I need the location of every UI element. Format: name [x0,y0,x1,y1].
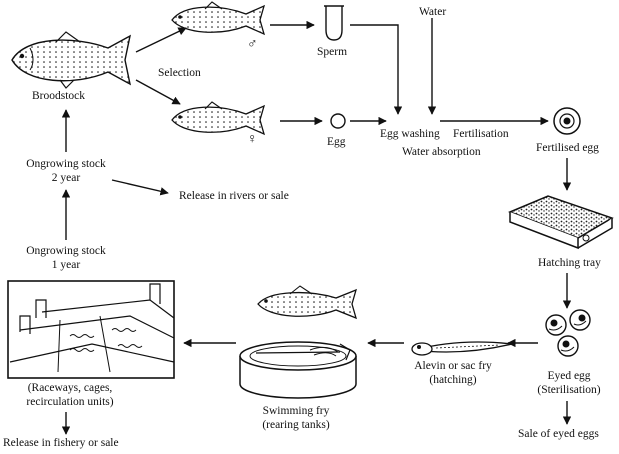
flow-arrows [61,18,572,435]
label-ongrowing-2: Ongrowing stock [26,158,106,170]
label-water: Water [419,6,447,18]
label-raceways-2: recirculation units) [26,396,114,408]
label-sterilisation: (Sterilisation) [537,384,601,396]
swimming-fry-fish-icon [257,285,357,320]
label-2-year: 2 year [51,172,81,184]
arrow-sperm-to-washing [350,24,403,115]
label-1-year: 1 year [51,259,81,271]
female-fish-icon [171,101,266,136]
label-rearing-tanks: (rearing tanks) [262,419,330,431]
sperm-test-tube-icon [324,5,344,41]
hatching-tray-icon [507,195,614,250]
fertilised-egg-icon [553,107,581,135]
label-egg-washing: Egg washing [380,128,440,140]
eyed-eggs-icon [545,309,591,357]
rearing-tank-icon [239,341,357,399]
label-egg: Egg [327,136,346,148]
label-selection: Selection [158,67,201,79]
label-release-rivers: Release in rivers or sale [179,190,289,202]
raceways-illustration [7,280,175,379]
label-hatching-tray: Hatching tray [538,257,601,269]
label-sale-of-eyed-eggs: Sale of eyed eggs [518,428,599,440]
label-eyed-egg: Eyed egg [547,370,591,382]
label-alevin: Alevin or sac fry [414,360,492,372]
male-fish-icon [171,1,266,36]
label-release-fishery: Release in fishery or sale [3,437,119,449]
label-broodstock: Broodstock [32,90,86,102]
label-hatching: (hatching) [429,374,477,386]
label-swimming-fry: Swimming fry [262,405,330,417]
arrow-broodstock-to-female [135,79,181,105]
egg-icon [330,113,346,129]
label-raceways-1: (Raceways, cages, [27,382,113,394]
alevin-icon [411,341,513,356]
female-symbol: ♀ [247,132,258,147]
label-ongrowing-1: Ongrowing stock [26,245,106,257]
label-water-absorption: Water absorption [402,146,481,158]
arrow-2yr-to-release [111,179,169,196]
label-sperm: Sperm [317,46,348,58]
arrow-broodstock-to-male [135,27,187,53]
label-fertilised-egg: Fertilised egg [536,142,599,154]
broodstock-fish-icon [11,31,131,89]
male-symbol: ♂ [247,37,258,52]
label-fertilisation: Fertilisation [453,128,509,140]
